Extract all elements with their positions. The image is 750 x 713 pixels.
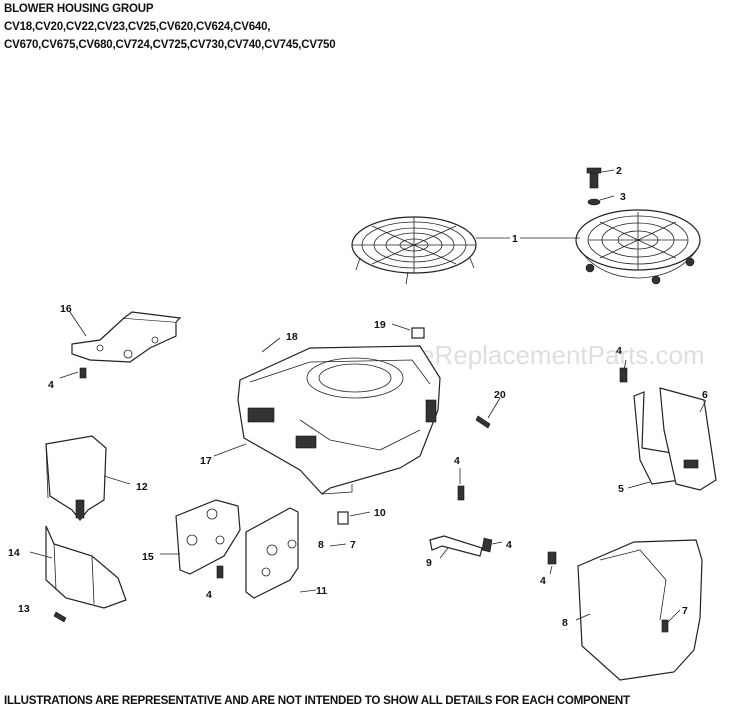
callout-8: 8 bbox=[318, 539, 324, 551]
callout-4: 4 bbox=[616, 345, 622, 357]
ground-strap bbox=[429, 535, 493, 557]
callout-17: 17 bbox=[200, 455, 212, 467]
callout-18: 18 bbox=[286, 331, 298, 343]
diagram-title: BLOWER HOUSING GROUP bbox=[4, 3, 154, 15]
callout-3: 3 bbox=[620, 191, 626, 203]
callout-7: 7 bbox=[682, 605, 688, 617]
callout-5: 5 bbox=[618, 483, 624, 495]
screw bbox=[79, 367, 87, 379]
callout-13: 13 bbox=[18, 603, 30, 615]
callout-10: 10 bbox=[374, 507, 386, 519]
callout-15: 15 bbox=[142, 551, 154, 563]
disclaimer-footer: ILLUSTRATIONS ARE REPRESENTATIVE AND ARE… bbox=[4, 694, 630, 707]
leader-lines bbox=[29, 169, 707, 623]
callout-4: 4 bbox=[48, 379, 54, 391]
clip bbox=[411, 327, 425, 339]
watermark: eReplacementParts.com bbox=[420, 340, 705, 370]
blower-housing bbox=[237, 345, 441, 495]
fan-guard-screen-assembled bbox=[575, 209, 701, 285]
baffle bbox=[45, 525, 127, 609]
baffle bbox=[175, 499, 241, 575]
callout-16: 16 bbox=[60, 303, 72, 315]
callout-1: 1 bbox=[512, 233, 518, 245]
screw bbox=[53, 611, 67, 623]
model-list-line-2: CV670,CV675,CV680,CV724,CV725,CV730,CV74… bbox=[4, 39, 336, 51]
clip bbox=[337, 511, 349, 525]
callout-4: 4 bbox=[540, 575, 546, 587]
callout-4: 4 bbox=[506, 539, 512, 551]
fan-guard-screen bbox=[351, 216, 477, 285]
callout-20: 20 bbox=[494, 389, 506, 401]
baffle bbox=[245, 507, 299, 599]
baffle-bracket bbox=[619, 367, 717, 491]
callout-6: 6 bbox=[702, 389, 708, 401]
callout-19: 19 bbox=[374, 319, 386, 331]
bracket bbox=[71, 311, 182, 363]
callout-4: 4 bbox=[454, 455, 460, 467]
callout-9: 9 bbox=[426, 557, 432, 569]
callout-12: 12 bbox=[136, 481, 148, 493]
callout-2: 2 bbox=[616, 165, 622, 177]
screw bbox=[457, 485, 465, 501]
washer bbox=[587, 198, 601, 206]
screw bbox=[216, 565, 224, 579]
baffle bbox=[547, 539, 703, 681]
callout-7: 7 bbox=[350, 539, 356, 551]
screw bbox=[586, 167, 602, 189]
callout-14: 14 bbox=[8, 547, 20, 559]
callout-4: 4 bbox=[206, 589, 212, 601]
model-list-line-1: CV18,CV20,CV22,CV23,CV25,CV620,CV624,CV6… bbox=[4, 21, 271, 33]
baffle bbox=[45, 435, 107, 521]
callout-8: 8 bbox=[562, 617, 568, 629]
callout-11: 11 bbox=[316, 585, 327, 597]
screw bbox=[475, 415, 491, 429]
